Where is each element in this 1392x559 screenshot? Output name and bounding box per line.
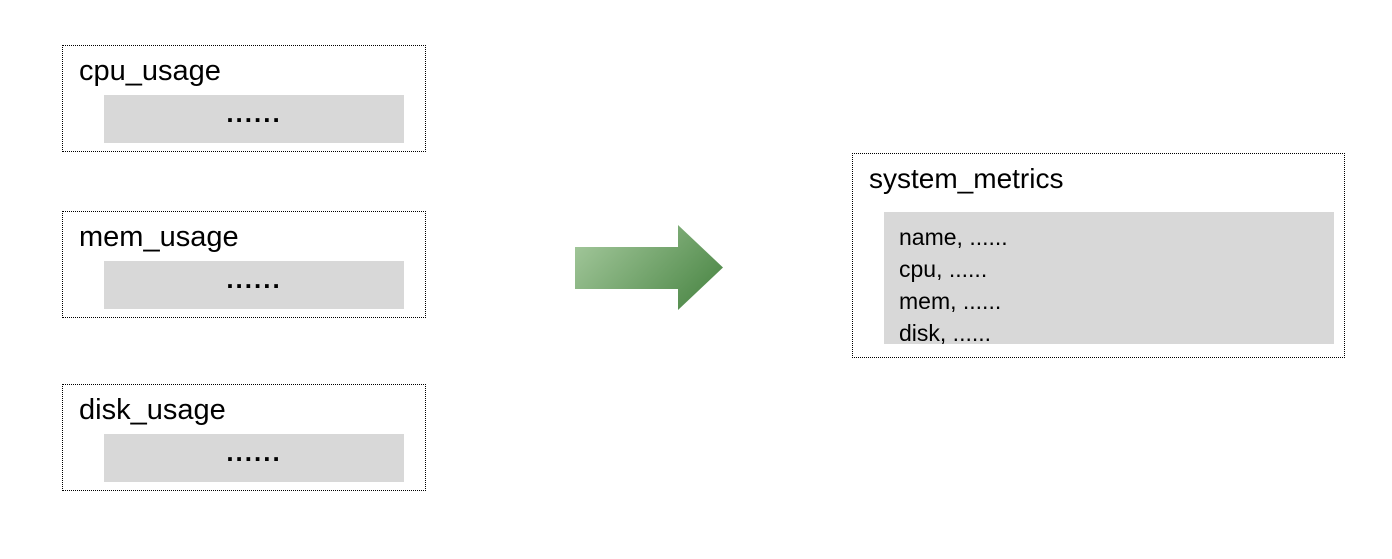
table-title: system_metrics xyxy=(869,163,1064,194)
result-row-disk: disk, ...... xyxy=(899,320,992,346)
result-table-system-metrics: system_metrics name, ...... cpu, ...... … xyxy=(852,153,1345,358)
table-title: cpu_usage xyxy=(79,55,221,87)
placeholder-bar: ...... xyxy=(104,95,404,143)
placeholder-bar: ...... xyxy=(104,434,404,482)
table-title: disk_usage xyxy=(79,394,226,426)
result-row-mem: mem, ...... xyxy=(899,288,1002,314)
placeholder-dots: ...... xyxy=(226,97,282,128)
source-table-cpu-usage: cpu_usage ...... xyxy=(62,45,426,152)
placeholder-bar: ...... xyxy=(104,261,404,309)
result-row-cpu: cpu, ...... xyxy=(899,256,988,282)
result-columns-panel: name, ...... cpu, ...... mem, ...... dis… xyxy=(884,212,1334,346)
placeholder-dots: ...... xyxy=(226,263,282,294)
source-table-disk-usage: disk_usage ...... xyxy=(62,384,426,491)
merge-arrow-icon xyxy=(575,225,723,311)
table-title: mem_usage xyxy=(79,221,239,253)
placeholder-dots: ...... xyxy=(226,436,282,467)
source-table-mem-usage: mem_usage ...... xyxy=(62,211,426,318)
result-row-name: name, ...... xyxy=(899,224,1008,250)
